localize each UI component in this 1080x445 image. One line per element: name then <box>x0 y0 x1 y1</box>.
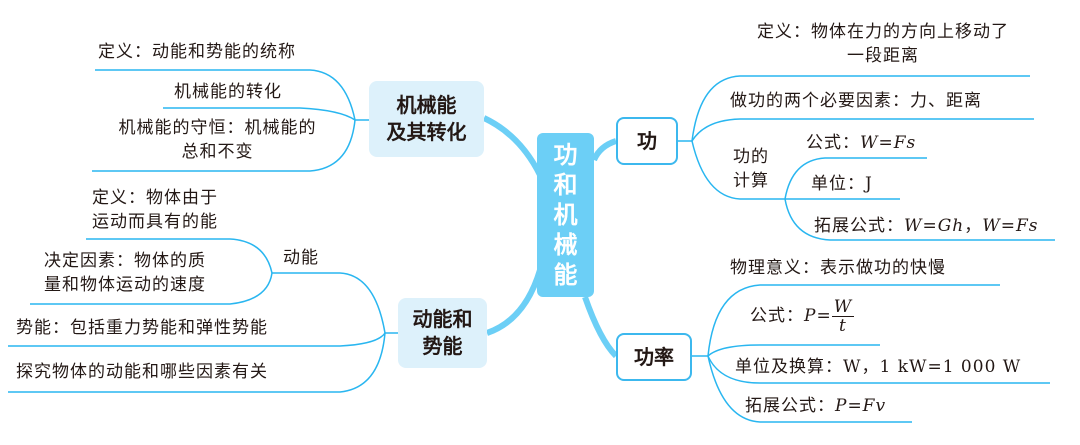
text: 单位： <box>811 174 865 194</box>
numerator: W <box>831 297 855 317</box>
formula: W=Fs <box>860 133 917 153</box>
text-line: 定义：物体由于 <box>92 188 218 208</box>
mechanical-conservation: 机械能的守恒：机械能的总和不变 <box>95 116 340 164</box>
work-calc-label: 功的计算 <box>733 145 769 193</box>
text: 拓展公式： <box>745 396 835 416</box>
unit: J <box>865 174 873 194</box>
work-definition: 定义：物体在力的方向上移动了一段距离 <box>728 20 1038 68</box>
topic-label: 势能 <box>422 334 463 358</box>
text-line: 量和物体运动的速度 <box>44 275 206 295</box>
power-meaning: 物理意义：表示做功的快慢 <box>730 258 946 278</box>
text: 公式： <box>750 306 804 326</box>
mechanical-conversion: 机械能的转化 <box>174 82 282 102</box>
kinetic-definition: 定义：物体由于运动而具有的能 <box>92 186 218 234</box>
main-connector-power <box>582 296 619 359</box>
central-topic-label: 功和机械能 <box>553 141 578 289</box>
denominator: t <box>839 316 847 336</box>
text-line: 定义：物体在力的方向上移动了 <box>757 22 1009 42</box>
kinetic-factors: 决定因素：物体的质量和物体运动的速度 <box>44 249 206 297</box>
formula: W=Gh <box>904 216 965 236</box>
power-unit: 单位及换算：W，1 kW=1 000 W <box>735 357 1022 377</box>
work-ext-formula: 拓展公式：W=Gh，W=Fs <box>814 214 1039 238</box>
work-factors: 做功的两个必要因素：力、距离 <box>730 91 982 111</box>
separator: ， <box>964 216 983 236</box>
kinetic-label: 动能 <box>283 248 319 268</box>
topic-label: 机械能 <box>396 93 457 117</box>
formula: W=Fs <box>982 216 1039 236</box>
work-formula: 公式：W=Fs <box>806 131 916 155</box>
formula: P= <box>804 306 832 326</box>
text-line: 功的 <box>733 147 769 167</box>
text: 公式： <box>806 133 860 153</box>
text-line: 决定因素：物体的质 <box>44 251 206 271</box>
topic-label: 功率 <box>634 344 674 369</box>
text-line: 运动而具有的能 <box>92 212 218 232</box>
main-connector-work <box>591 138 617 162</box>
topic-label: 动能和 <box>412 307 473 331</box>
power-ext-formula: 拓展公式：P=Fv <box>745 394 886 418</box>
text-line: 机械能的守恒：机械能的 <box>118 118 317 138</box>
topic-kinetic-potential: 动能和势能 <box>398 298 487 368</box>
topic-label: 及其转化 <box>386 120 467 144</box>
mechanical-definition: 定义：动能和势能的统称 <box>98 42 296 62</box>
topic-label: 功 <box>637 128 657 153</box>
potential-energy: 势能：包括重力势能和弹性势能 <box>16 318 268 338</box>
central-topic: 功和机械能 <box>537 133 594 297</box>
formula: P=Fv <box>835 396 887 416</box>
main-connector-kinetic <box>485 269 543 336</box>
text: 拓展公式： <box>814 216 904 236</box>
topic-work: 功 <box>616 117 678 165</box>
main-connector-mechanical <box>482 115 543 177</box>
text-line: 计算 <box>733 171 769 191</box>
topic-mechanical-energy: 机械能及其转化 <box>369 81 484 157</box>
topic-power: 功率 <box>616 333 692 381</box>
work-unit: 单位：J <box>811 172 873 196</box>
kinetic-experiment: 探究物体的动能和哪些因素有关 <box>16 362 268 382</box>
text-line: 总和不变 <box>181 142 254 162</box>
text-line: 一段距离 <box>847 46 919 66</box>
